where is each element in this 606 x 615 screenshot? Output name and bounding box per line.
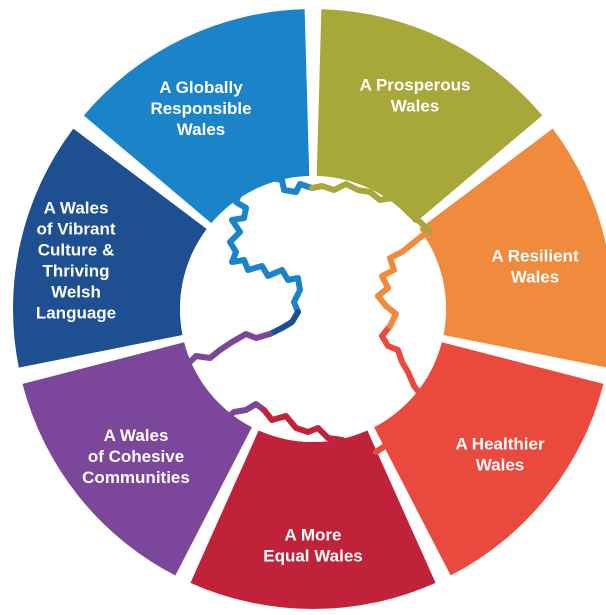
- segment-label-line: of Cohesive: [88, 447, 184, 466]
- segment-more-equal: [190, 430, 436, 609]
- segment-label-line: Wales: [177, 120, 226, 139]
- map-section-culture: [267, 309, 301, 337]
- segment-label-line: Welsh: [51, 283, 101, 302]
- segment-label-line: Responsible: [150, 99, 251, 118]
- segment-label-line: Wales: [391, 97, 440, 116]
- map-section-equal: [261, 407, 379, 455]
- map-section-globally: [227, 163, 315, 315]
- segment-label-line: A Wales: [44, 199, 109, 218]
- segment-label-line: Equal Wales: [263, 547, 363, 566]
- segment-label-line: Culture &: [38, 241, 115, 260]
- segment-label-line: A Resilient: [491, 247, 579, 266]
- map-section-resilient: [375, 229, 433, 329]
- map-section-healthier: [373, 323, 433, 455]
- segment-healthier: [374, 342, 604, 576]
- segments-layer: [12, 9, 606, 609]
- segment-label-line: Language: [36, 304, 116, 323]
- segment-label-line: A More: [285, 526, 342, 545]
- segment-label-line: of Vibrant: [36, 220, 115, 239]
- segment-label-line: A Prosperous: [360, 76, 471, 95]
- segment-label-line: Wales: [511, 268, 560, 287]
- segment-label-line: A Healthier: [455, 435, 545, 454]
- segment-culture: [12, 128, 207, 368]
- segment-label-line: Communities: [82, 468, 190, 487]
- center-circle: [180, 176, 446, 442]
- map-section-cohesive: [165, 331, 273, 427]
- segment-label-line: Wales: [476, 456, 525, 475]
- segment-label-line: A Globally: [159, 78, 243, 97]
- map-section-prosperous: [309, 181, 433, 235]
- segment-cohesive: [22, 342, 252, 576]
- segment-prosperous: [316, 9, 543, 224]
- segment-label-line: Thriving: [42, 262, 109, 281]
- segment-label-line: A Wales: [104, 426, 169, 445]
- wales-map-outline: [165, 163, 433, 455]
- segment-resilient: [419, 128, 606, 368]
